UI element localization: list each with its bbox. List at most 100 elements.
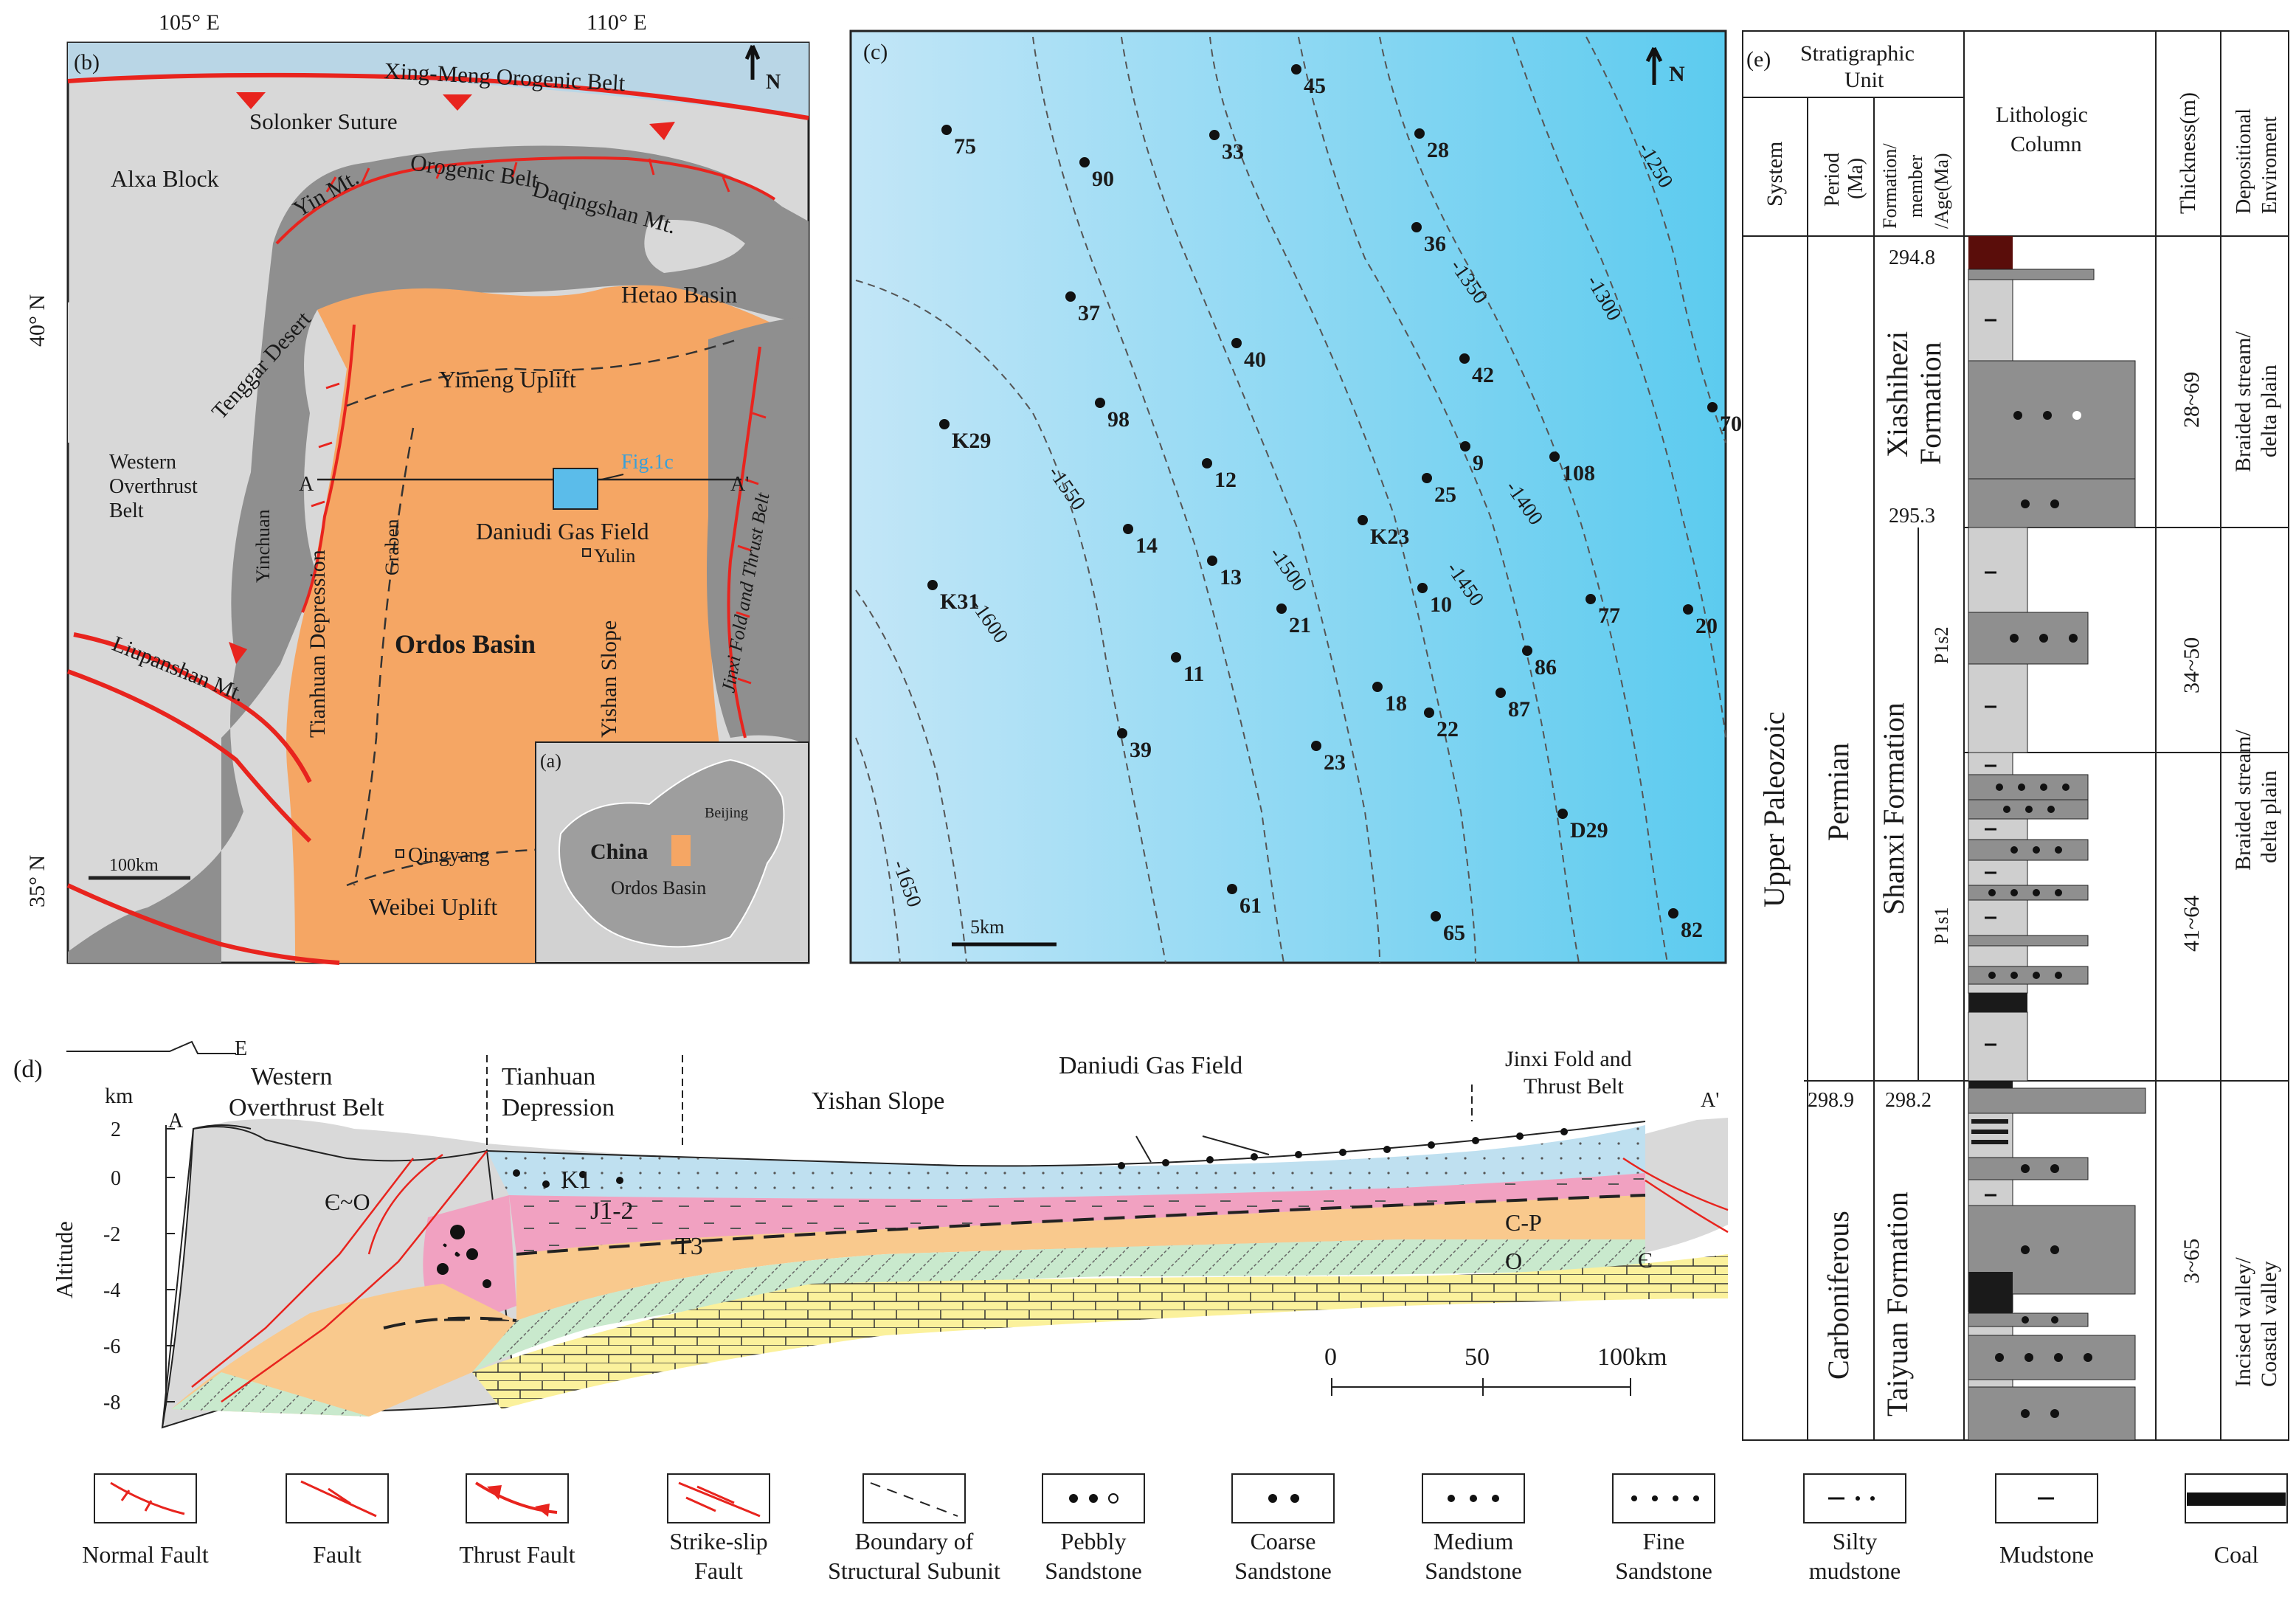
litho-header-2: Column [2010,132,2082,156]
legend-label: Fault [694,1557,743,1584]
legend-fault [286,1473,389,1523]
well-label: 61 [1239,893,1262,918]
env-1b: delta plain [2257,364,2281,457]
well-label: 82 [1681,918,1703,942]
period-header-1: Period [1821,153,1844,207]
well-marker [1422,473,1432,483]
age-2948: 294.8 [1889,246,1935,269]
env-3a: Incised valley/ [2231,1257,2255,1387]
well-label: 77 [1598,603,1620,628]
well-label: 65 [1443,921,1465,945]
ordos-inset-label: Ordos Basin [611,877,706,899]
ytick-neg4: -4 [103,1279,120,1302]
form-header-2: member [1905,154,1926,218]
litho-header-1: Lithologic [1996,103,2088,127]
well-marker [1495,688,1506,698]
thickness-header: Thickness(m) [2176,92,2200,214]
well-marker [1424,708,1434,718]
panel-e-label: (e) [1746,47,1771,72]
daniudi-label-b: Daniudi Gas Field [476,518,649,544]
well-marker [1276,603,1287,614]
well-marker [1460,441,1470,452]
legend-label: Normal Fault [82,1541,209,1568]
tianhuan-label-d1: Tianhuan [502,1063,595,1090]
env-2a: Braided stream/ [2231,730,2255,871]
dep-header-2: Enviroment [2258,117,2281,214]
well-label: 13 [1220,565,1242,589]
ytick-neg6: -6 [103,1335,120,1358]
legend-normal-fault [94,1473,197,1523]
xiashihezi-label: Xiashihezi [1881,331,1914,457]
well-label: 36 [1424,232,1446,256]
well-marker [1209,130,1220,140]
lon-105: 105° E [159,10,220,35]
ytick-0: 0 [111,1167,121,1190]
strat-header-1: Stratigraphic [1800,41,1915,66]
well-marker [1459,353,1470,364]
well-label: 40 [1244,347,1266,372]
well-label: 22 [1436,717,1459,741]
legend-label: Mudstone [1999,1541,2094,1568]
well-marker [1358,515,1368,525]
well-label: K29 [952,429,991,453]
thickness-2: 34~50 [2179,637,2204,693]
section-a2-label-d: A' [1701,1089,1719,1112]
well-label: 14 [1135,533,1158,558]
legend-label: Fault [313,1541,362,1568]
well-label: 75 [954,134,976,159]
western-label-3: Belt [109,499,144,522]
well-label: 28 [1427,138,1449,162]
scale-label-c: 5km [970,916,1004,938]
cambrian-label: Є [1638,1248,1653,1273]
alxa-label: Alxa Block [111,165,219,192]
lat-35: 35° N [25,855,49,907]
lon-110: 110° E [587,10,647,35]
legend-label: mudstone [1809,1557,1901,1584]
panel-d-section: E (d) km Altitude 2 0 -2 -4 -6 -8 A A' W… [13,1037,1729,1429]
legend-label: Sandstone [1045,1557,1142,1584]
cp-label: C-P [1505,1209,1542,1236]
western-label-2: Overthrust [109,475,198,498]
section-a2-label-b: A' [730,473,749,496]
carboniferous-label: Carboniferous [1822,1211,1855,1380]
well-label: D29 [1570,818,1608,843]
well-label: 23 [1324,750,1346,775]
t3-label: T3 [675,1233,703,1260]
strat-header-2: Unit [1844,68,1884,92]
permian-label: Permian [1822,743,1855,841]
well-label: K31 [940,589,979,614]
well-marker [1311,741,1321,751]
o-label: O [1505,1248,1522,1274]
legend-label: Pebbly [1061,1528,1127,1554]
env-2b: delta plain [2257,770,2281,863]
well-label: 70 [1720,412,1742,436]
well-label: 98 [1107,407,1130,432]
jinxi-label-d1: Jinxi Fold and [1505,1047,1632,1071]
western-label-d2: Overthrust Belt [229,1094,384,1121]
well-marker [1557,809,1568,819]
legend-coarse-sandstone [1231,1473,1335,1523]
j-label: J1-2 [590,1197,634,1225]
thickness-3: 41~64 [2179,896,2204,952]
period-header-2: (Ma) [1844,158,1867,199]
well-label: 33 [1222,139,1244,164]
legend-label: Structural Subunit [828,1557,1000,1584]
well-marker [1231,338,1242,348]
dep-header-1: Depositional [2233,108,2255,214]
ordos-basin-label: Ordos Basin [395,629,536,659]
tianhuan-label-d2: Depression [502,1094,615,1121]
ytick-neg2: -2 [103,1223,120,1246]
legend-label: Sandstone [1234,1557,1332,1584]
well-label: 86 [1535,655,1557,679]
upper-paleozoic-label: Upper Paleozoic [1757,712,1791,907]
thickness-1: 28~69 [2179,372,2204,428]
section-a-label-d: A [168,1110,184,1132]
legend-medium-sandstone [1422,1473,1525,1523]
well-label: 42 [1472,363,1494,387]
well-marker [1414,128,1425,139]
well-label: 45 [1304,74,1326,98]
western-label-1: Western [109,451,176,474]
legend-boundary [862,1473,966,1523]
well-marker [1668,908,1678,919]
